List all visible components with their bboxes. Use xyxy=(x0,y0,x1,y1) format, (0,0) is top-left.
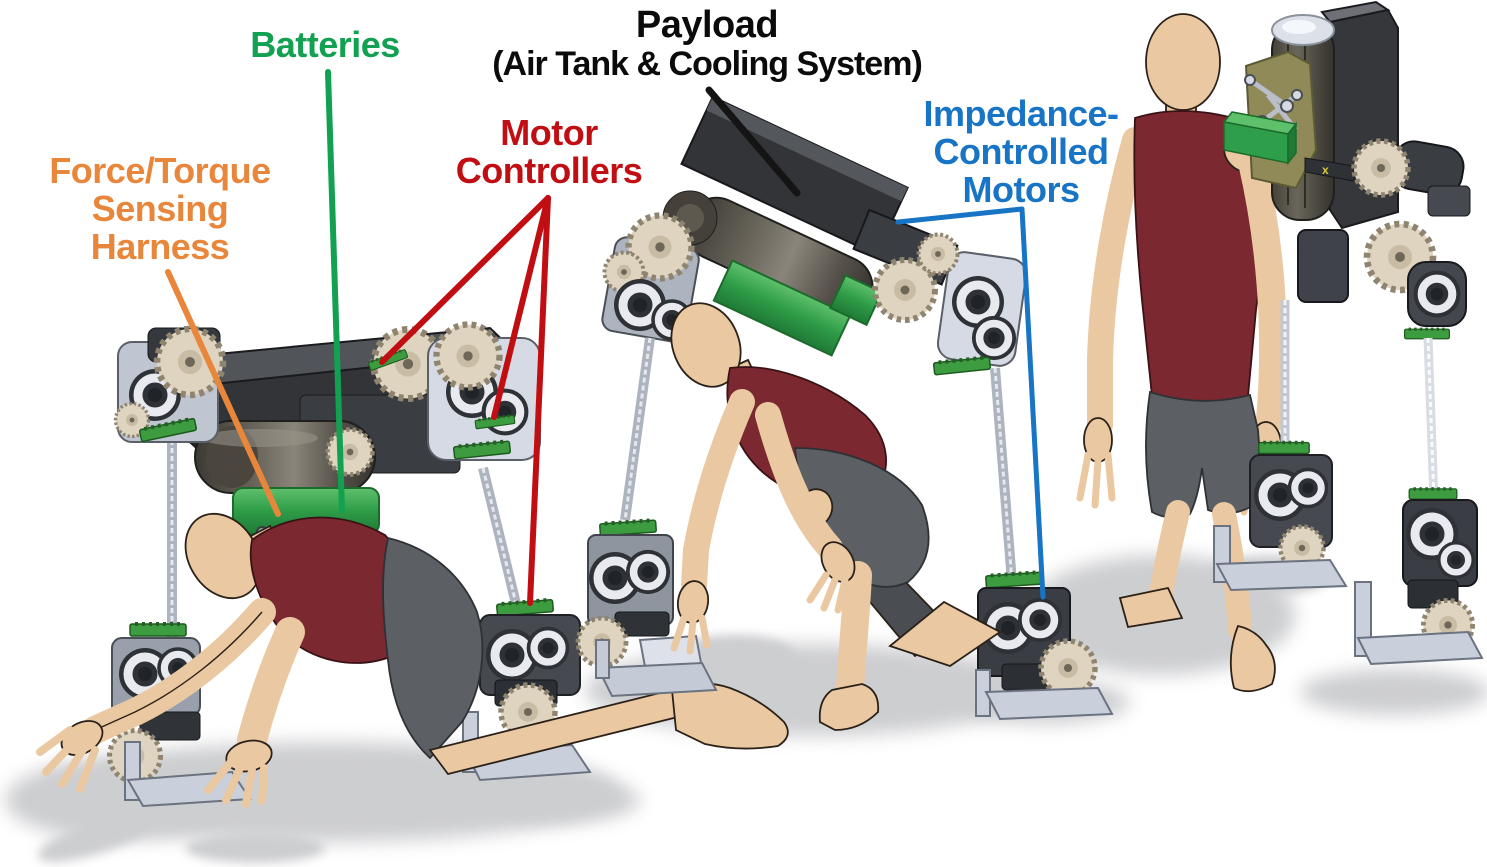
shoulder-motor-cluster-right xyxy=(427,325,541,461)
mannequin-foot-far xyxy=(1118,586,1184,629)
figure-crawling xyxy=(36,325,789,808)
mannequin-hand-far xyxy=(1076,417,1116,509)
exoskeleton-backpack-middle-figure xyxy=(601,95,1028,377)
exoskeleton-backpack-right-figure: x xyxy=(1222,0,1471,341)
figure-standing: x xyxy=(1076,0,1484,693)
robotic-limb-right-right-figure xyxy=(1354,337,1484,666)
leader-force-torque xyxy=(165,269,281,517)
label-impedance-line3: Motors xyxy=(962,169,1081,210)
arm-mount-beam xyxy=(1304,157,1355,182)
label-impedance-line1: Impedance- xyxy=(923,93,1119,134)
label-payload-line2: (Air Tank & Cooling System) xyxy=(492,45,923,83)
leader-batteries xyxy=(325,69,345,513)
mannequin-rear-foot xyxy=(888,600,1002,667)
mannequin-shorts xyxy=(1145,390,1261,519)
shoulder-motor-cluster-middle-right xyxy=(852,208,1028,377)
mannequin-head xyxy=(184,512,262,600)
robotic-limb-left-middle-figure xyxy=(578,337,718,698)
mannequin-head xyxy=(1145,13,1221,111)
label-payload: Payload (Air Tank & Cooling System) xyxy=(490,5,924,83)
label-impedance-line2: Controlled xyxy=(933,131,1109,172)
label-motor-controllers-line2: Controllers xyxy=(455,150,643,191)
label-batteries: Batteries xyxy=(225,26,425,64)
label-impedance-controlled-motors: Impedance- Controlled Motors xyxy=(906,95,1136,209)
label-force-torque-line3: Harness xyxy=(90,226,230,267)
mannequin-shorts xyxy=(382,536,484,760)
mannequin-crouching xyxy=(670,302,1002,731)
mannequin-hand-right xyxy=(204,739,273,808)
figure-crouching xyxy=(578,95,1114,731)
shoulder-motor-cluster-middle-left xyxy=(601,216,700,344)
label-force-torque-sensing-harness: Force/Torque Sensing Harness xyxy=(35,152,285,266)
svg-text:x: x xyxy=(1322,163,1329,177)
label-payload-line1: Payload xyxy=(635,4,779,46)
mannequin-standing xyxy=(1076,13,1288,693)
exoskeleton-backpack-left-figure xyxy=(113,325,541,577)
mannequin-crawling xyxy=(36,512,789,808)
label-batteries-text: Batteries xyxy=(250,24,400,65)
mannequin-hand-right xyxy=(806,541,856,614)
mannequin-head xyxy=(670,302,742,388)
mannequin-hand-left xyxy=(36,720,104,793)
mannequin-foot xyxy=(671,682,789,750)
robotic-arm-right-figure xyxy=(1354,138,1471,341)
label-motor-controllers-line1: Motor xyxy=(500,112,598,153)
mannequin-front-foot xyxy=(818,683,880,731)
battery-box-right-figure xyxy=(1222,111,1298,166)
robotic-limb-left-right-figure xyxy=(1213,300,1348,592)
mannequin-hand-left xyxy=(670,580,711,655)
label-force-torque-line1: Force/Torque xyxy=(49,150,271,191)
leader-impedance xyxy=(895,206,1046,600)
label-motor-controllers: Motor Controllers xyxy=(444,114,654,190)
payload-box-right-figure xyxy=(1329,8,1399,230)
robotic-limb-right-middle-figure xyxy=(975,367,1114,721)
label-force-torque-line2: Sensing xyxy=(91,188,229,229)
leader-motor-controllers xyxy=(379,195,551,606)
mannequin-foot-near xyxy=(1229,624,1276,693)
leader-lines xyxy=(165,69,1046,606)
battery-boxes-middle-figure xyxy=(712,259,884,357)
leader-payload xyxy=(705,86,801,197)
shoulder-motor-cluster-left xyxy=(113,328,224,444)
